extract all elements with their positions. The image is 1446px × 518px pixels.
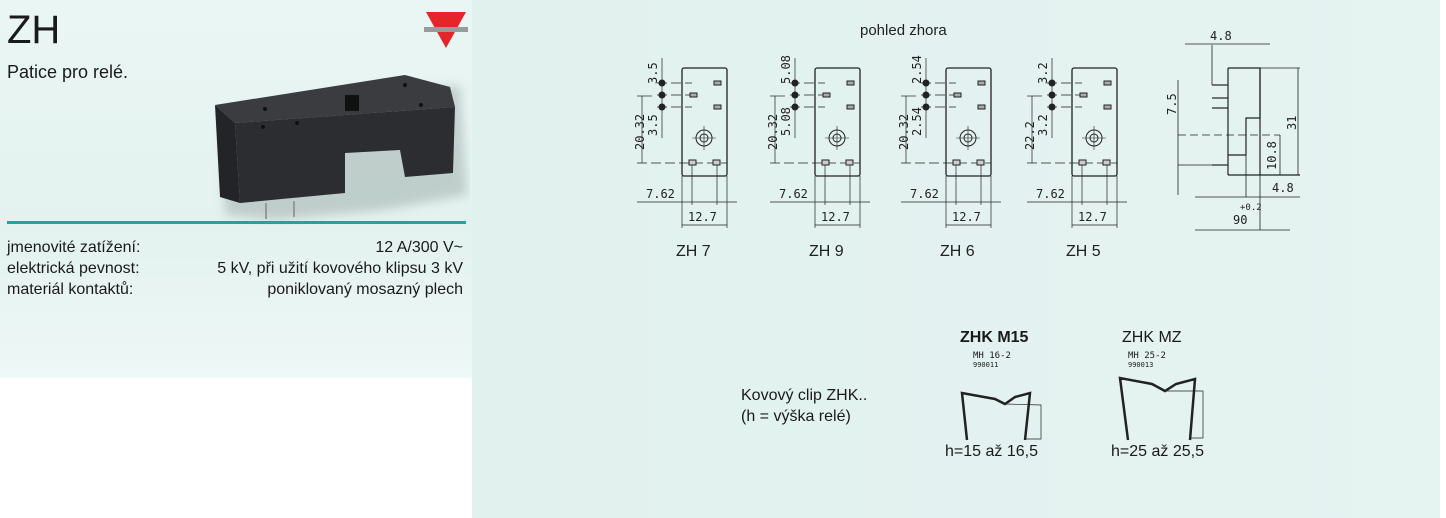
pin-contact: [713, 80, 722, 86]
side-total-height-label: 31: [1285, 116, 1299, 130]
pin-contact: [976, 159, 985, 166]
pitch-bottom-label: 2.54: [910, 107, 924, 136]
variant-label: ZH 9: [809, 243, 844, 260]
pin-contact: [1078, 159, 1087, 166]
width-b-label: 12.7: [821, 210, 850, 224]
pin-contact: [1102, 159, 1111, 166]
pin-contact: [846, 80, 855, 86]
right-panel-background: [472, 0, 1440, 518]
side-top-width-label: 4.8: [1210, 29, 1232, 43]
spec-label: materiál kontaktů:: [7, 281, 134, 298]
pin-contact: [977, 80, 986, 86]
pin-contact: [822, 92, 831, 98]
side-bottom-width-label: 4.8: [1272, 181, 1294, 195]
side-left-height-label: 7.5: [1165, 93, 1179, 115]
socket-outline: [814, 67, 861, 177]
width-a-label: 7.62: [910, 187, 939, 201]
spec-row: jmenovité zatížení: 12 A/300 V~: [7, 237, 463, 258]
socket-outline: [681, 67, 728, 177]
clip-code1: MH 25-2: [1128, 351, 1166, 361]
pitch-bottom-label: 3.2: [1036, 114, 1050, 136]
pin-contact: [977, 104, 986, 110]
pin-contact: [713, 104, 722, 110]
height-label: 20.32: [897, 114, 911, 150]
spec-value: 12 A/300 V~: [375, 239, 463, 256]
top-view-drawing: [901, 58, 1001, 228]
width-b-label: 12.7: [952, 210, 981, 224]
pin-contact: [712, 159, 721, 166]
side-tolerance-label: +0.2: [1240, 203, 1262, 213]
carlo-gavazzi-logo-icon: [424, 12, 468, 48]
spec-row: materiál kontaktů: poniklovaný mosazný pl…: [7, 279, 463, 300]
socket-outline: [945, 67, 992, 177]
side-view-drawing: [1177, 43, 1300, 231]
clip-h-range-m15: h=15 až 16,5: [945, 443, 1038, 460]
pin-contact: [1103, 104, 1112, 110]
relay-socket-photo: [215, 75, 467, 220]
height-label: 20.32: [766, 114, 780, 150]
clip-h-range-mz: h=25 až 25,5: [1111, 443, 1204, 460]
clip-title-m15: ZHK M15: [960, 329, 1029, 346]
clip-code2: 990013: [1128, 361, 1154, 369]
width-a-label: 7.62: [779, 187, 808, 201]
width-a-label: 7.62: [1036, 187, 1065, 201]
side-base-label: 90: [1233, 213, 1247, 227]
spec-value: 5 kV, při užití kovového klipsu 3 kV: [217, 260, 463, 277]
product-subtitle: Patice pro relé.: [7, 62, 129, 82]
pitch-top-label: 2.54: [910, 55, 924, 84]
clip-m15-drawing: [960, 391, 1042, 441]
variant-label: ZH 6: [940, 243, 975, 260]
top-view-drawing: [770, 58, 870, 228]
spec-label: jmenovité zatížení:: [7, 239, 141, 256]
height-label: 20.32: [633, 114, 647, 150]
clip-note-line1: Kovový clip ZHK..: [741, 387, 868, 404]
clip-title-mz: ZHK MZ: [1122, 329, 1182, 346]
pitch-top-label: 5.08: [779, 55, 793, 84]
spec-row: elektrická pevnost: 5 kV, při užití kovov…: [7, 258, 463, 279]
pin-contact: [821, 159, 830, 166]
width-b-label: 12.7: [1078, 210, 1107, 224]
pin-contact: [952, 159, 961, 166]
pin-contact: [689, 92, 698, 98]
height-label: 22.2: [1023, 121, 1037, 150]
clip-note-line2: (h = výška relé): [741, 408, 851, 425]
top-view-drawing: [637, 58, 737, 228]
pin-contact: [1079, 92, 1088, 98]
width-b-label: 12.7: [688, 210, 717, 224]
spec-label: elektrická pevnost:: [7, 260, 140, 277]
clip-note: Kovový clip ZHK.. (h = výška relé): [741, 385, 867, 427]
width-a-label: 7.62: [646, 187, 675, 201]
product-title: ZH: [7, 8, 61, 52]
clip-mz-drawing: [1118, 376, 1204, 441]
pitch-bottom-label: 5.08: [779, 107, 793, 136]
pin-contact: [953, 92, 962, 98]
clip-code2: 990011: [973, 361, 999, 369]
variant-label: ZH 5: [1066, 243, 1101, 260]
pin-contact: [1103, 80, 1112, 86]
socket-outline: [1071, 67, 1118, 177]
pitch-bottom-label: 3.5: [646, 114, 660, 136]
spec-table: jmenovité zatížení: 12 A/300 V~ elektrick…: [7, 237, 463, 300]
top-view-heading: pohled zhora: [860, 22, 947, 39]
spec-value: poniklovaný mosazný plech: [267, 281, 463, 298]
variant-label: ZH 7: [676, 243, 711, 260]
pin-contact: [846, 104, 855, 110]
clip-code1: MH 16-2: [973, 351, 1011, 361]
section-divider: [7, 221, 466, 224]
pitch-top-label: 3.2: [1036, 62, 1050, 84]
pitch-top-label: 3.5: [646, 62, 660, 84]
pin-contact: [688, 159, 697, 166]
top-view-drawing: [1027, 58, 1127, 228]
side-inner-height-label: 10.8: [1265, 141, 1279, 170]
pin-contact: [845, 159, 854, 166]
